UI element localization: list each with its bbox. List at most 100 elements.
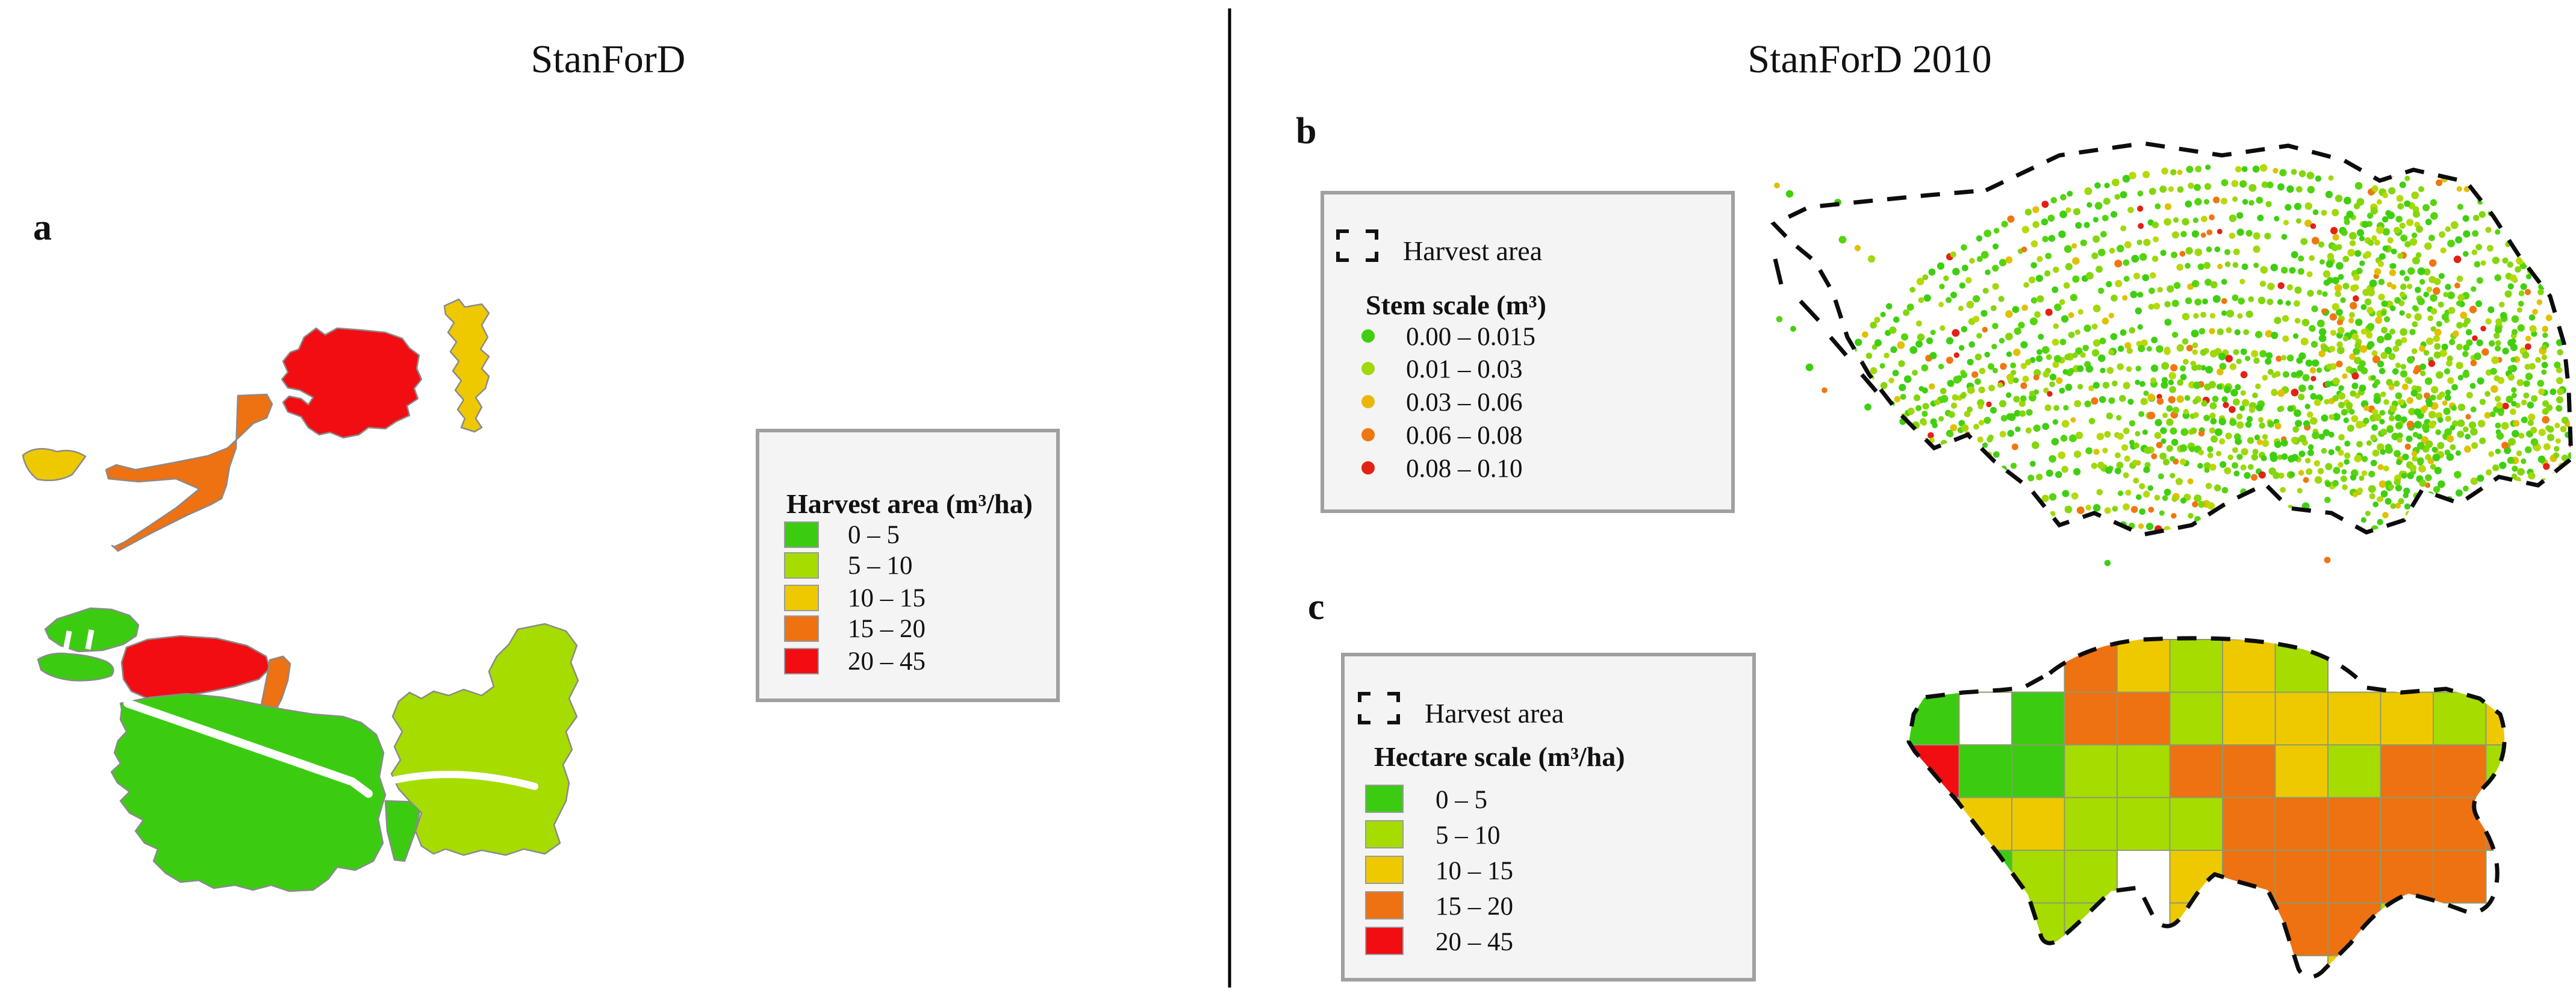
stem-dot	[2359, 345, 2368, 353]
stem-dot	[2035, 275, 2043, 282]
stem-dot	[2559, 178, 2566, 186]
stem-dot	[2524, 364, 2531, 370]
stem-dot	[2478, 211, 2486, 218]
stem-dot	[2209, 328, 2215, 335]
stem-dot	[2417, 267, 2425, 275]
stem-dot	[2306, 172, 2315, 179]
stem-dot	[2237, 313, 2243, 319]
stem-dot	[2088, 385, 2094, 391]
stem-dot	[2568, 229, 2571, 236]
stem-dot	[2010, 362, 2017, 369]
stem-dot	[2380, 391, 2386, 397]
stem-dot	[2068, 312, 2074, 319]
stem-dot	[2548, 233, 2556, 240]
hectare-cell	[2222, 691, 2276, 745]
stem-dot	[2049, 381, 2056, 387]
stem-dot	[2528, 413, 2536, 422]
stem-dot	[2046, 469, 2053, 477]
panel-stanford-2010: StanForD 2010 b c Harvest area Stem scal…	[1296, 37, 2574, 982]
stem-dot	[2521, 458, 2527, 464]
stem-dot	[1894, 396, 1901, 403]
stem-dot	[2476, 339, 2483, 346]
stem-dot	[2114, 467, 2121, 475]
stem-dot	[2077, 384, 2083, 390]
stem-dot	[2171, 512, 2177, 519]
stem-dot	[2233, 248, 2240, 255]
stem-dot	[2480, 326, 2486, 332]
stem-dot	[1862, 331, 1868, 338]
stem-dot	[1952, 394, 1959, 401]
stem-dot	[1946, 297, 1952, 303]
stem-dot	[2376, 199, 2382, 205]
stem-dot	[2474, 352, 2481, 360]
stem-dot	[2031, 441, 2039, 449]
stem-dot	[1855, 393, 1861, 399]
stem-dot	[1992, 323, 1999, 329]
stem-dot	[2122, 175, 2130, 183]
stem-dot	[2233, 470, 2240, 477]
stem-dot	[2349, 353, 2356, 360]
stem-dot	[1886, 432, 1894, 440]
stem-dot	[2133, 272, 2141, 279]
stem-dot	[2281, 355, 2287, 361]
stem-dot	[1953, 352, 1959, 358]
stem-dot	[2209, 214, 2215, 220]
stem-dot	[2032, 221, 2039, 228]
stem-dot	[2361, 220, 2369, 228]
stem-dot	[1967, 476, 1973, 482]
stem-dot	[2377, 464, 2384, 470]
stem-dot	[2229, 502, 2237, 509]
stem-dot	[2172, 331, 2179, 338]
stem-dot	[2209, 350, 2218, 358]
stem-dot	[2016, 531, 2023, 535]
stem-dot	[2198, 449, 2204, 456]
stem-dot	[2364, 250, 2372, 258]
stem-dot	[2556, 490, 2562, 496]
stem-dot	[2251, 453, 2258, 461]
stem-dot	[2021, 304, 2028, 311]
stem-dot	[2236, 212, 2244, 219]
stem-dot	[1958, 531, 1966, 535]
stem-dot	[2231, 179, 2239, 187]
stem-dot	[1918, 386, 1924, 391]
stem-dot	[1841, 382, 1849, 391]
stem-dot	[2020, 382, 2027, 390]
harvest-area-boundary-b	[1770, 141, 2574, 537]
stem-dot	[2023, 282, 2029, 288]
stem-dot	[2158, 473, 2164, 480]
stem-dot	[1908, 478, 1916, 486]
stem-dot	[2462, 505, 2469, 511]
stem-dot	[2342, 373, 2348, 379]
stem-dot	[2350, 240, 2356, 246]
stem-dot	[2224, 467, 2232, 475]
stem-dot	[2321, 414, 2329, 422]
stem-dot	[2304, 458, 2311, 464]
stem-dot	[2552, 485, 2559, 493]
stem-dot	[2059, 338, 2067, 346]
stem-dot	[2020, 341, 2028, 349]
stem-dot	[2541, 369, 2547, 375]
stem-dot	[2553, 296, 2560, 303]
stem-dot	[2507, 261, 2513, 268]
stem-dot	[2391, 248, 2397, 255]
stem-dot	[2080, 352, 2086, 358]
stem-dot	[1933, 478, 1939, 485]
stem-dot	[2183, 409, 2189, 415]
stem-dot	[2397, 432, 2403, 439]
stem-dot	[2557, 523, 2565, 531]
stem-dot	[2304, 202, 2313, 210]
stem-dot	[2518, 300, 2524, 307]
stem-dot	[1904, 447, 1911, 453]
stem-dot	[2285, 204, 2292, 211]
stem-dot	[2470, 359, 2477, 367]
stem-dot	[2556, 367, 2563, 373]
stem-dot	[2503, 180, 2510, 187]
stem-dot	[2426, 145, 2433, 152]
harvest-area-boundary-c	[1906, 636, 2507, 979]
stem-dot	[2138, 411, 2145, 417]
stem-dot	[2537, 379, 2545, 387]
stem-dot	[2338, 449, 2344, 456]
stem-dot	[2349, 312, 2355, 318]
stem-dot	[2161, 167, 2168, 175]
stem-dot	[2051, 438, 2059, 446]
